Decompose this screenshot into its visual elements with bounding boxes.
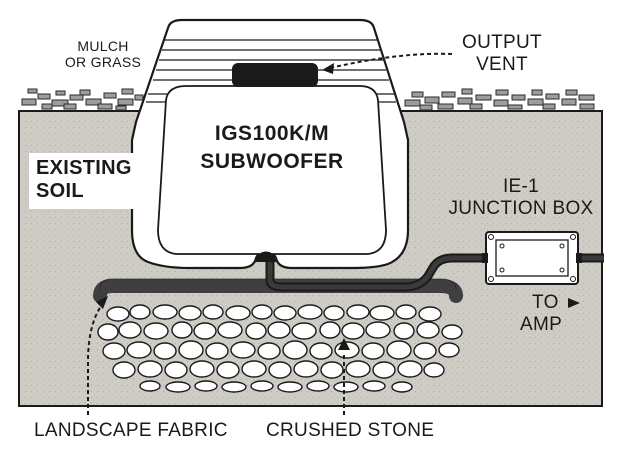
junction-box-label: IE-1 JUNCTION BOX [446,176,596,220]
output-vent-label-line2: VENT [476,53,528,75]
output-vent-arrow [322,63,334,74]
subwoofer-enclosure [130,18,410,270]
product-label: IGS100K/M SUBWOOFER [190,120,354,177]
landscape-fabric-label: LANDSCAPE FABRIC [34,420,228,441]
existing-soil-label: EXISTING SOIL [36,157,132,203]
output-vent-label: OUTPUT VENT [452,32,552,76]
to-amp-label-line2: AMP [520,313,563,335]
crushed-stone-bed [97,304,463,393]
product-type: SUBWOOFER [200,150,344,174]
existing-soil-label-box [29,153,140,209]
to-amp-label: TO AMP [520,292,562,336]
existing-soil-label-line1: EXISTING [36,157,132,179]
landscape-fabric-leader [87,301,105,415]
crushed-stone-label: CRUSHED STONE [266,420,435,441]
junction-box [482,231,582,285]
existing-soil-label-line2: SOIL [36,180,84,202]
crushed-stone-arrow [338,338,350,350]
mulch-label: MULCH OR GRASS [58,38,148,70]
mulch-layer [21,88,595,111]
product-model: IGS100K/M [214,122,330,145]
landscape-fabric-arrow [96,296,108,309]
to-amp-label-line1: TO [532,292,559,313]
mulch-label-line2: OR GRASS [64,54,142,71]
output-vent-label-line1: OUTPUT [462,32,542,53]
to-amp-arrow [568,298,580,308]
junction-box-label-line2: JUNCTION BOX [448,197,594,219]
mulch-label-line1: MULCH [77,38,129,54]
output-vent [232,63,318,87]
output-vent-leader [329,52,453,69]
junction-box-label-line1: IE-1 [502,176,540,197]
